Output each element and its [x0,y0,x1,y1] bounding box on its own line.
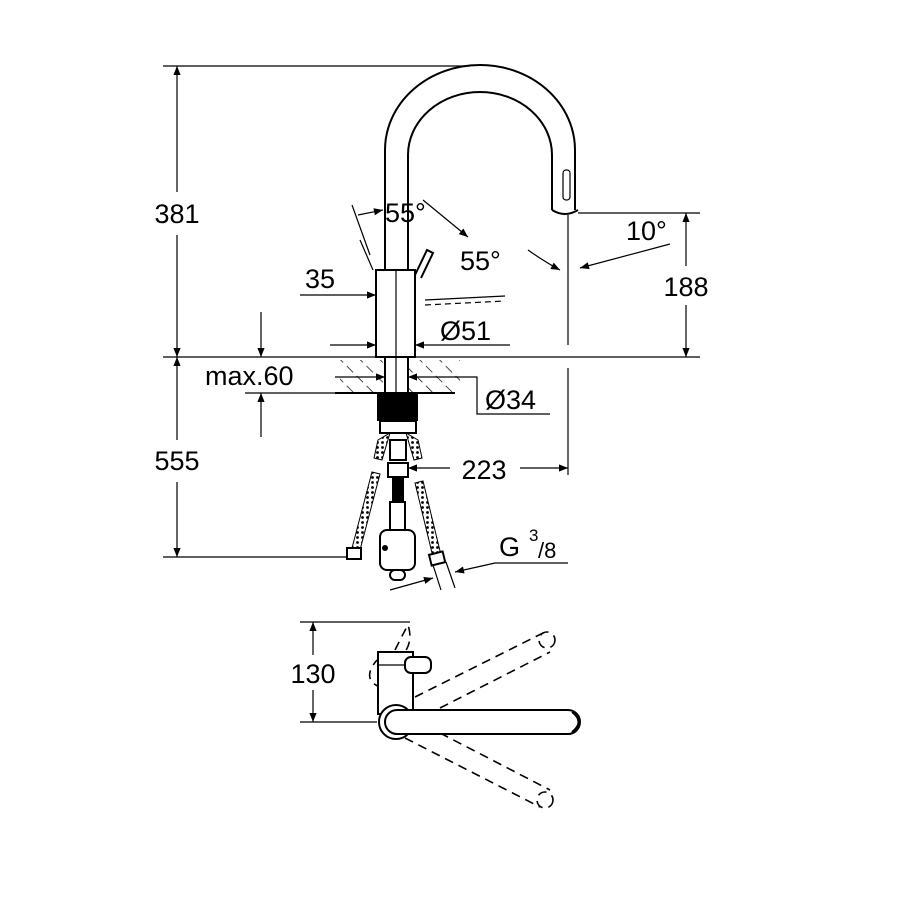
dimension-381: 381 [154,66,200,357]
faucet-spout [384,64,579,270]
dimension-d34: Ø34 [335,373,550,415]
dimension-label-130: 130 [290,659,335,689]
dimension-max60: max.60 [205,312,340,437]
thread-numerator: 3 [529,526,538,545]
dimension-label-381: 381 [154,199,199,229]
lever-angle-right-label: 55° [460,246,501,276]
max-thickness-label: max.60 [205,361,294,391]
dimension-188: 188 [663,213,709,357]
spout-tilt-label: 10° [626,216,667,246]
reach-label: 223 [461,455,506,485]
lever-angle-dims: 55° 55° [351,198,561,276]
lever-angle-left-label: 55° [385,198,426,228]
dimension-10-degree: 10° [579,216,671,270]
thread-denominator: /8 [538,538,556,563]
body-diameter-label: Ø51 [440,316,491,346]
dimension-555: 555 [154,357,200,557]
dimension-label-188: 188 [663,272,708,302]
extension-lines [163,65,700,558]
dimension-223: 223 [408,455,568,485]
hole-diameter-label: Ø34 [485,385,536,415]
countertop-section [335,356,460,394]
dimension-thread: G 3 /8 [389,526,568,591]
mounting-assembly [346,393,456,591]
dimension-d51: Ø51 [330,316,510,349]
faucet-body [359,239,435,358]
thread-label: G [499,532,520,562]
top-view: 130 [290,621,581,809]
dimension-label-555: 555 [154,446,199,476]
dimension-35: 35 [300,264,506,306]
dimension-label-35: 35 [305,264,335,294]
